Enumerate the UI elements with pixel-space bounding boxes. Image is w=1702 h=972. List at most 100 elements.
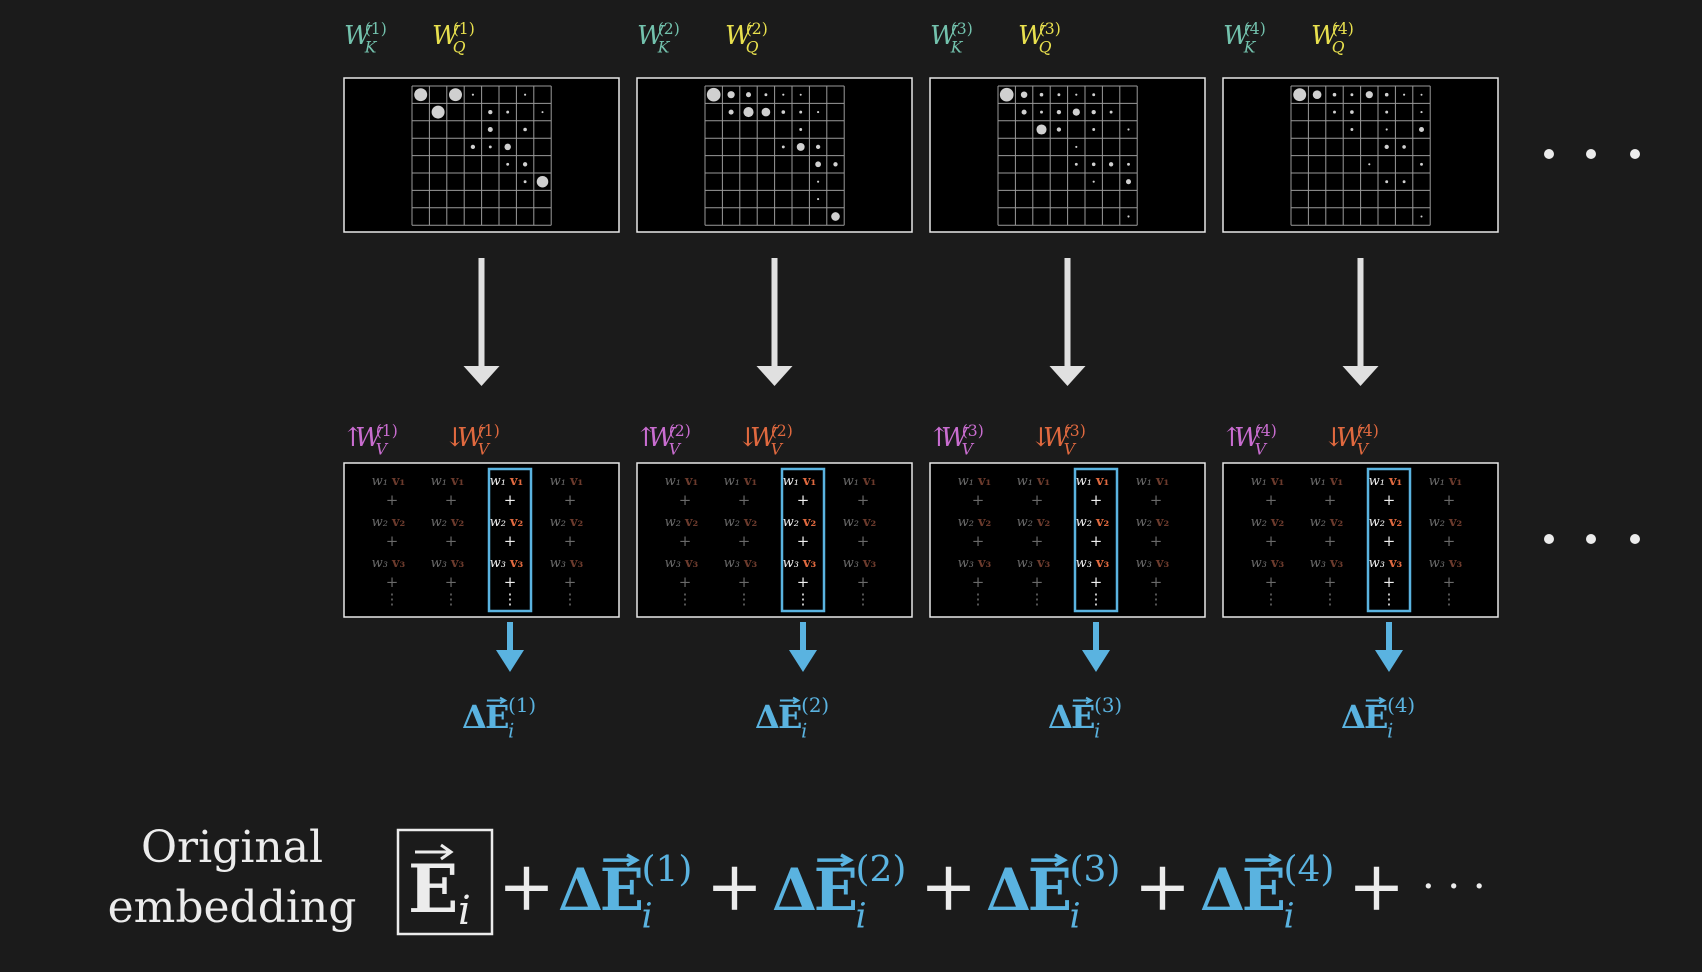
- equation-delta-4-sup: (4): [1284, 849, 1335, 890]
- key-label-1-sub: K: [364, 38, 378, 56]
- vdots: ⋮: [856, 590, 871, 608]
- equation-delta-3-vec-head: [1054, 853, 1068, 867]
- plus-sign: +: [1443, 573, 1456, 591]
- attention-dot: [817, 180, 820, 183]
- key-label-4-base: W: [1223, 21, 1252, 51]
- flow-arrow-shaft-3: [1064, 258, 1071, 368]
- value-down-label-4: ↓WV(4): [1323, 422, 1379, 458]
- attention-dot: [470, 144, 476, 150]
- attention-grid-2: [704, 85, 845, 226]
- weight-term: w₃: [1136, 556, 1152, 571]
- equation-delta-1: ΔEi(1): [558, 849, 692, 936]
- attention-dot: [833, 162, 838, 167]
- delta-arrow-shaft-4: [1386, 622, 1392, 652]
- query-label-3-base: W: [1018, 21, 1047, 51]
- value-vector-term: v₂: [743, 515, 757, 530]
- value-down-label-2-sup: (2): [771, 422, 793, 440]
- plus-sign: +: [386, 573, 399, 591]
- flow-arrow-head-1: [463, 366, 500, 386]
- value-vector-term: v₃: [1448, 556, 1463, 571]
- attention-dot: [1384, 92, 1389, 97]
- value-vector-term: v₂: [1270, 515, 1284, 530]
- plus-sign: +: [1265, 532, 1278, 550]
- key-label-1: WK(1): [344, 20, 387, 56]
- equation-delta-1-e: E: [600, 856, 644, 924]
- equation-delta-2-sub: i: [856, 896, 867, 936]
- attention-dot: [815, 144, 821, 150]
- equation-delta-2-sup: (2): [856, 849, 907, 890]
- plus-sign: +: [857, 573, 870, 591]
- value-down-label-2-base: W: [750, 423, 779, 453]
- key-label-3-sub: K: [950, 38, 964, 56]
- delta-arrow-head-2: [789, 650, 817, 672]
- ellipsis-dot: [1586, 534, 1596, 544]
- attention-dot: [1092, 128, 1096, 131]
- value-up-label-2-sub: V: [669, 440, 682, 458]
- flow-arrow-shaft-4: [1357, 258, 1364, 368]
- value-down-label-2-sub: V: [771, 440, 784, 458]
- value-vector-term: v₃: [684, 556, 699, 571]
- key-label-2-sup: (2): [658, 20, 680, 38]
- equation-delta-2: ΔEi(2): [772, 849, 906, 936]
- weight-term: w₁: [843, 474, 859, 489]
- plus-sign: +: [679, 532, 692, 550]
- value-vector-term: v₁: [1155, 474, 1169, 489]
- plus-sign: +: [1031, 532, 1044, 550]
- weight-term: w₁: [550, 474, 566, 489]
- attention-dot: [727, 91, 735, 99]
- attention-dot: [799, 128, 803, 131]
- plus-sign: +: [386, 491, 399, 509]
- plus-sign: +: [1090, 532, 1103, 550]
- value-down-label-4-base: W: [1336, 423, 1365, 453]
- equation-plus: +: [1134, 848, 1191, 927]
- delta-label-2-e: E: [778, 698, 802, 736]
- key-label-3-sup: (3): [951, 20, 973, 38]
- value-down-label-3-sup: (3): [1064, 422, 1086, 440]
- value-vector-term: v₂: [1155, 515, 1169, 530]
- attention-dot: [1385, 128, 1388, 131]
- value-vector-term: v₁: [802, 474, 816, 489]
- delta-label-3-delta: Δ: [1048, 698, 1073, 736]
- vdots: ⋮: [1442, 590, 1457, 608]
- attention-dot: [504, 143, 511, 151]
- attention-dot: [1420, 162, 1423, 166]
- delta-arrow-shaft-3: [1093, 622, 1099, 652]
- plus-sign: +: [1324, 573, 1337, 591]
- delta-label-4-vec-head: [1378, 696, 1387, 705]
- vdots: ⋮: [1264, 590, 1279, 608]
- equation-delta-3-delta: Δ: [986, 856, 1031, 924]
- weight-term: w₂: [665, 515, 681, 530]
- plus-sign: +: [504, 491, 517, 509]
- attention-dot: [1072, 108, 1080, 116]
- attention-dot: [728, 109, 734, 115]
- delta-arrow-shaft-1: [507, 622, 513, 652]
- weight-term: w₁: [1310, 474, 1326, 489]
- weight-term: w₂: [1076, 515, 1092, 530]
- plus-sign: +: [564, 573, 577, 591]
- attention-dot: [414, 88, 428, 102]
- attention-dot: [1350, 128, 1354, 131]
- key-label-3: WK(3): [930, 20, 973, 56]
- weight-term: w₃: [783, 556, 799, 571]
- value-vector-term: v₁: [1270, 474, 1284, 489]
- attention-dot: [831, 212, 840, 221]
- ellipsis-group: [1544, 149, 1640, 544]
- vdots: ⋮: [503, 590, 518, 608]
- plus-sign: +: [1443, 532, 1456, 550]
- plus-sign: +: [1031, 573, 1044, 591]
- weight-term: w₁: [1136, 474, 1152, 489]
- weight-term: w₂: [372, 515, 388, 530]
- plus-sign: +: [797, 491, 810, 509]
- delta-label-4-sup: (4): [1387, 694, 1415, 717]
- delta-label-3-vec-head: [1085, 696, 1094, 705]
- equation-delta-1-delta: Δ: [558, 856, 603, 924]
- vdots: ⋮: [563, 590, 578, 608]
